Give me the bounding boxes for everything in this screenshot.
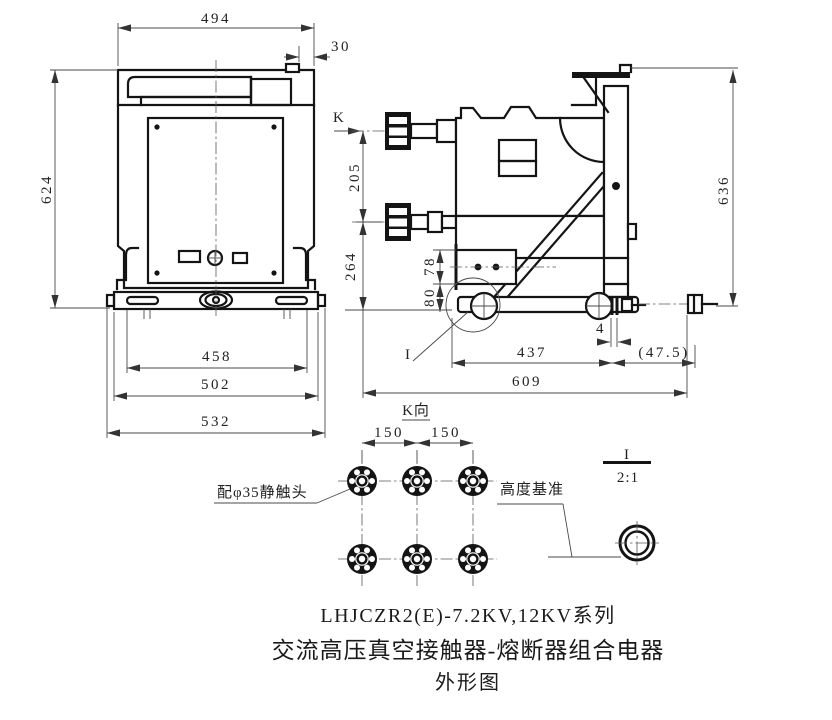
upper-terminal — [385, 112, 458, 150]
dim-beam-height: 78 — [422, 256, 438, 276]
dim-overall-depth: 609 — [512, 374, 542, 390]
front-view — [105, 60, 327, 319]
dim-gap: 4 — [596, 321, 606, 337]
detail-view: 高度基准 I 2:1 — [497, 447, 659, 565]
wheel-detail — [615, 521, 659, 565]
side-view-dimensions: 205 264 78 80 636 4 437 (47.5) 609 — [343, 67, 738, 398]
static-contacts — [345, 464, 490, 576]
detail-scale: 2:1 — [617, 470, 639, 486]
dim-inner-span: 458 — [202, 349, 232, 365]
title-line-3: 外形图 — [435, 671, 501, 694]
k-direction-view: K向 150 150 配φ35静触头 — [214, 402, 497, 586]
dim-lower-section: 264 — [343, 251, 359, 281]
dim-clip-offset: 30 — [331, 39, 351, 55]
door-panel — [146, 116, 285, 285]
title-block: LHJCZR2(E)-7.2KV,12KV系列 交流高压真空接触器-熔断器组合电… — [272, 604, 665, 694]
dim-ground-height: 80 — [422, 287, 438, 307]
title-line-1: LHJCZR2(E)-7.2KV,12KV系列 — [320, 604, 615, 627]
rear-column — [602, 84, 630, 299]
datum-label: 高度基准 — [500, 481, 564, 498]
contact-label: 配φ35静触头 — [217, 484, 308, 501]
dim-terminal-pitch: 205 — [347, 162, 363, 192]
front-view-dimensions: 494 30 624 458 502 532 — [39, 11, 351, 438]
title-line-2: 交流高压真空接触器-熔断器组合电器 — [272, 638, 665, 663]
side-view: K — [333, 63, 719, 363]
dim-wheel-span: 437 — [517, 345, 547, 361]
top-strip — [126, 75, 253, 99]
dim-height: 624 — [39, 174, 55, 204]
top-clip — [284, 62, 301, 74]
dim-overall-height: 636 — [716, 175, 732, 205]
top-plate — [572, 72, 630, 78]
dim-pitch-a: 150 — [374, 425, 404, 441]
dim-overhang: (47.5) — [638, 345, 689, 361]
dim-overall-span: 532 — [201, 414, 231, 430]
detail-callout-label: I — [405, 347, 411, 363]
lower-terminal — [385, 203, 458, 241]
right-hook — [292, 246, 317, 291]
pull-handle — [638, 293, 719, 315]
wheel-left — [469, 291, 499, 321]
k-view-label: K向 — [402, 402, 430, 419]
left-hook — [115, 246, 140, 291]
dim-top-width: 494 — [201, 11, 231, 27]
detail-circle — [445, 277, 501, 333]
dim-base-span: 502 — [201, 377, 231, 393]
dim-pitch-b: 150 — [431, 425, 461, 441]
wheel-right — [584, 291, 614, 321]
view-arrow-k: K — [333, 110, 345, 126]
detail-mark: I — [624, 447, 630, 463]
